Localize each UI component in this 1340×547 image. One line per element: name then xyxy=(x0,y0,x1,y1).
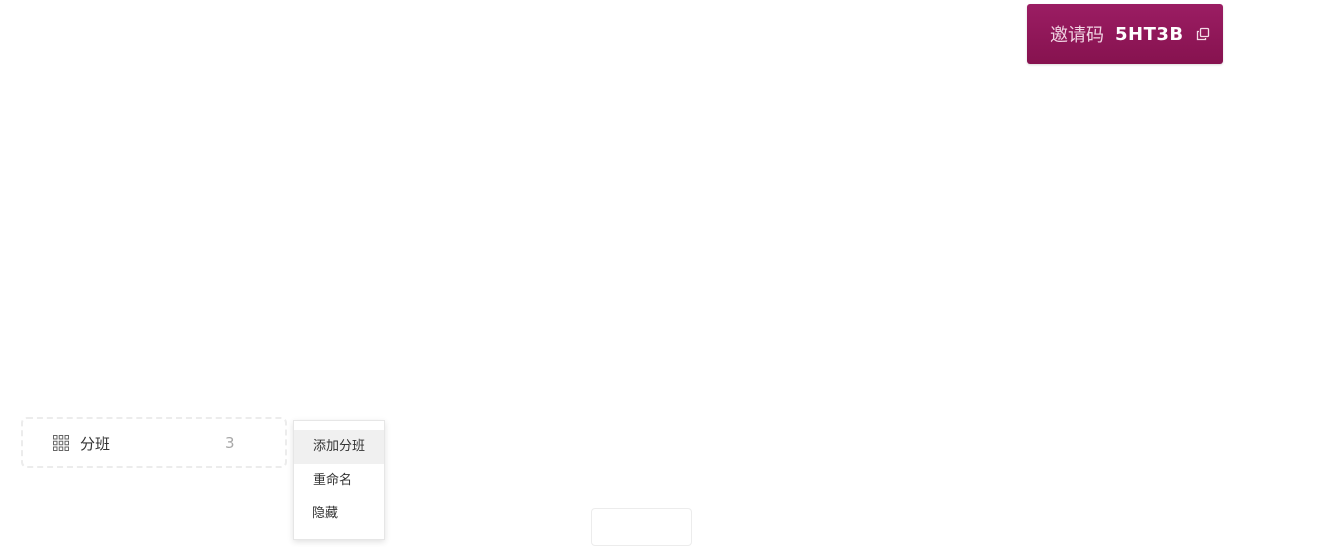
group-card-label: 分班 xyxy=(80,435,111,453)
bottom-panel xyxy=(591,508,692,546)
menu-item-hide[interactable]: 隐藏 xyxy=(312,506,339,521)
menu-item-add-group[interactable]: 添加分班 xyxy=(294,430,384,464)
invite-label: 邀请码 xyxy=(1050,25,1104,46)
group-card-count: 3 xyxy=(225,434,235,452)
copy-icon[interactable] xyxy=(1196,27,1210,41)
context-menu: 添加分班 重命名 隐藏 xyxy=(293,420,385,540)
menu-item-rename[interactable]: 重命名 xyxy=(313,473,353,488)
grid-icon xyxy=(53,435,69,451)
invite-code-button[interactable]: 邀请码 5HT3B xyxy=(1027,4,1223,64)
invite-code-value: 5HT3B xyxy=(1115,23,1184,45)
group-card[interactable]: 分班 3 xyxy=(21,417,287,468)
